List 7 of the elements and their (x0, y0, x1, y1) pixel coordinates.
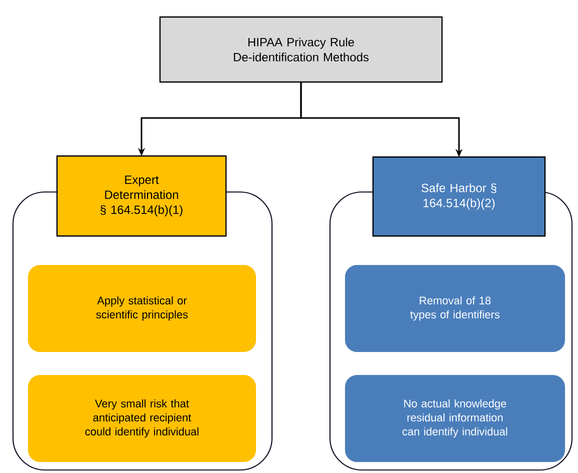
criterion-box: No actual knowledge residual information can identify individual (345, 375, 565, 462)
method-header-box: Safe Harbor § 164.514(b)(2) (372, 156, 546, 237)
title-box: HIPAA Privacy Rule De-identification Methods (159, 16, 443, 83)
criterion-box: Apply statistical or scientific principles (28, 265, 256, 352)
criterion-box: Very small risk that anticipated recipient could identify individual (28, 375, 256, 462)
method-header-box: Expert Determination § 164.514(b)(1) (56, 155, 227, 237)
criterion-box: Removal of 18 types of identifiers (345, 265, 565, 352)
